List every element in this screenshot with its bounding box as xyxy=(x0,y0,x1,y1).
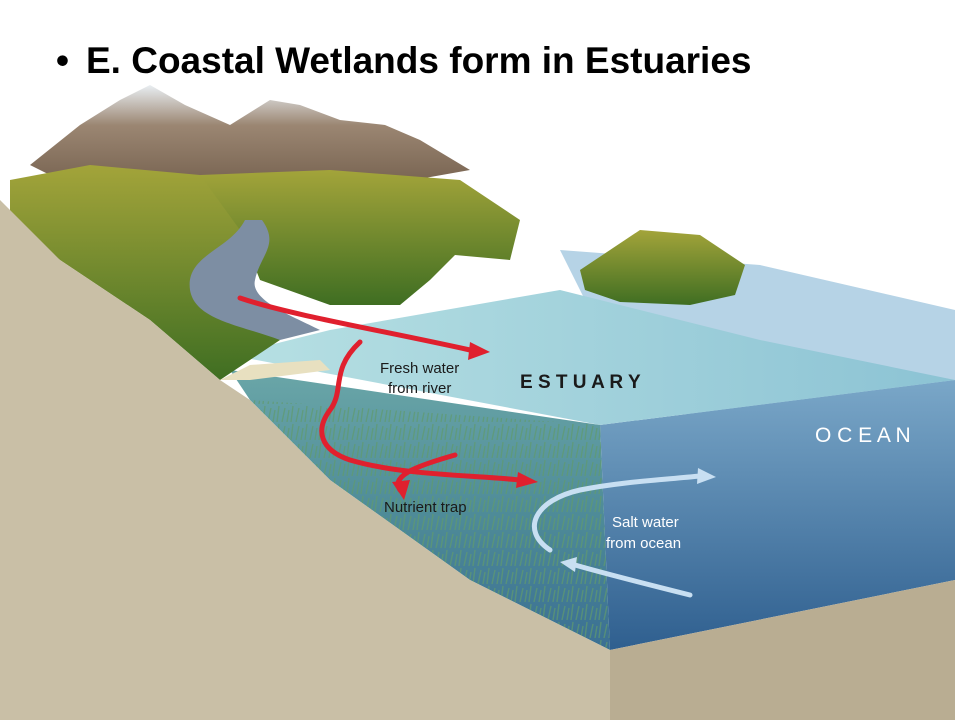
forest-middle xyxy=(200,170,520,305)
seagrass-bed xyxy=(250,400,610,650)
label-fresh-water-line2: from river xyxy=(388,380,451,397)
river xyxy=(189,220,320,340)
forest-island xyxy=(580,230,745,305)
label-salt-water-line2: from ocean xyxy=(606,535,681,552)
bullet-marker: • xyxy=(56,40,69,81)
label-nutrient-trap: Nutrient trap xyxy=(384,499,467,516)
soil-cross-section xyxy=(0,200,610,720)
label-fresh-water-line1: Fresh water xyxy=(380,360,459,377)
slide-title-row: • E. Coastal Wetlands form in Estuaries xyxy=(56,40,752,82)
fresh-water-arrowheads xyxy=(392,342,538,500)
label-ocean: O C E A N xyxy=(815,424,911,447)
estuary-surface xyxy=(230,290,955,425)
ocean-block xyxy=(600,380,955,650)
beach xyxy=(220,360,330,380)
estuary-diagram: Fresh water from river E S T U A R Y O C… xyxy=(0,85,955,720)
soil-base xyxy=(610,580,955,720)
salt-water-arrows xyxy=(531,473,703,598)
forest-left xyxy=(10,165,280,380)
slide-title: E. Coastal Wetlands form in Estuaries xyxy=(86,40,752,81)
label-salt-water-line1: Salt water xyxy=(612,514,679,531)
label-estuary: E S T U A R Y xyxy=(520,372,641,393)
salt-water-arrowheads xyxy=(560,468,716,572)
